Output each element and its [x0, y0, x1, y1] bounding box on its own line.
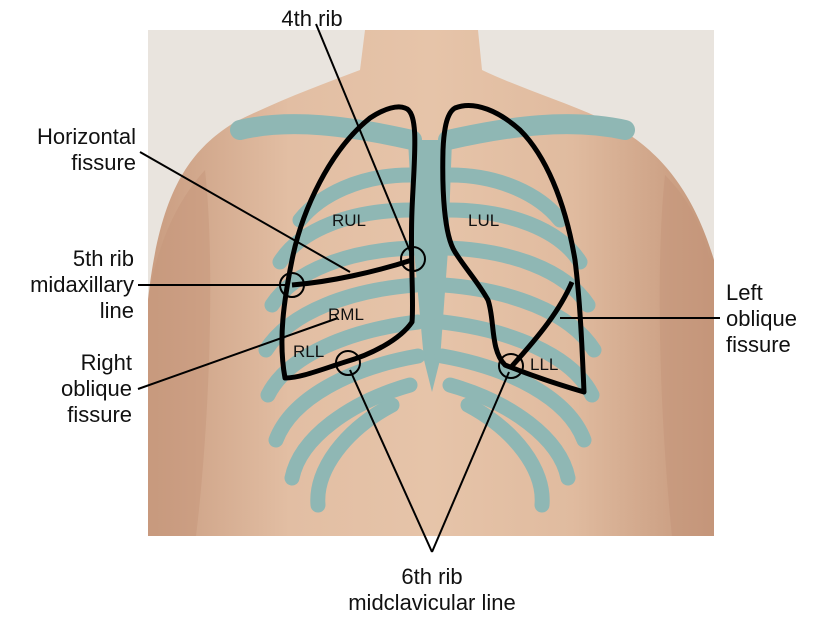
callout-4th-rib-line: 4th rib	[281, 6, 343, 31]
callout-left-oblique-line-1: Left	[726, 280, 763, 305]
leader-4th-rib	[315, 23, 413, 257]
lobe-label-rml: RML	[328, 305, 364, 324]
leader-6th-rib-right	[349, 369, 433, 553]
callout-left-oblique-fissure: Left oblique fissure	[726, 280, 818, 358]
lobe-label-rll: RLL	[293, 342, 324, 361]
callout-5th-rib-line-2: midaxillary	[30, 272, 134, 297]
callout-right-oblique-line-1: Right	[80, 350, 132, 375]
callout-5th-rib-line-3: line	[99, 298, 134, 323]
callout-right-oblique-fissure: Right oblique fissure	[0, 350, 132, 428]
right-lung-outline	[279, 104, 418, 381]
lobe-label-rul: RUL	[332, 211, 366, 230]
lobe-label-lll: LLL	[530, 355, 558, 374]
callout-6th-rib: 6th rib midclavicular line	[312, 564, 552, 616]
right-ribs	[258, 167, 426, 513]
callout-horizontal-fissure-line-2: fissure	[71, 150, 136, 175]
left-oblique-fissure-line	[510, 281, 575, 368]
callout-right-oblique-line-2: oblique	[61, 376, 132, 401]
callout-6th-rib-line-2: midclavicular line	[348, 590, 516, 615]
leader-right-oblique	[137, 317, 339, 390]
leader-horizontal-fissure	[139, 151, 351, 273]
callout-horizontal-fissure: Horizontal fissure	[0, 124, 136, 176]
callout-left-oblique-line-3: fissure	[726, 332, 791, 357]
callout-4th-rib: 4th rib	[262, 6, 362, 32]
right-6th-rib-marker	[335, 350, 361, 376]
leader-6th-rib-left	[431, 371, 510, 553]
callout-horizontal-fissure-line-1: Horizontal	[36, 124, 136, 149]
callout-5th-rib: 5th rib midaxillary line	[0, 246, 134, 324]
right-arm-shadow	[148, 170, 211, 536]
callout-left-oblique-line-2: oblique	[726, 306, 797, 331]
left-arm-shadow	[659, 175, 714, 536]
callout-5th-rib-line-1: 5th rib	[72, 246, 134, 271]
left-6th-rib-marker	[498, 353, 524, 379]
left-ribs	[434, 167, 602, 513]
callout-right-oblique-line-3: fissure	[67, 402, 132, 427]
left-lung-outline	[440, 102, 587, 395]
callout-6th-rib-line-1: 6th rib	[401, 564, 463, 589]
lobe-label-lul: LUL	[468, 211, 499, 230]
left-clavicle	[438, 114, 635, 150]
4th-rib-marker	[400, 246, 426, 272]
right-clavicle	[230, 114, 422, 150]
